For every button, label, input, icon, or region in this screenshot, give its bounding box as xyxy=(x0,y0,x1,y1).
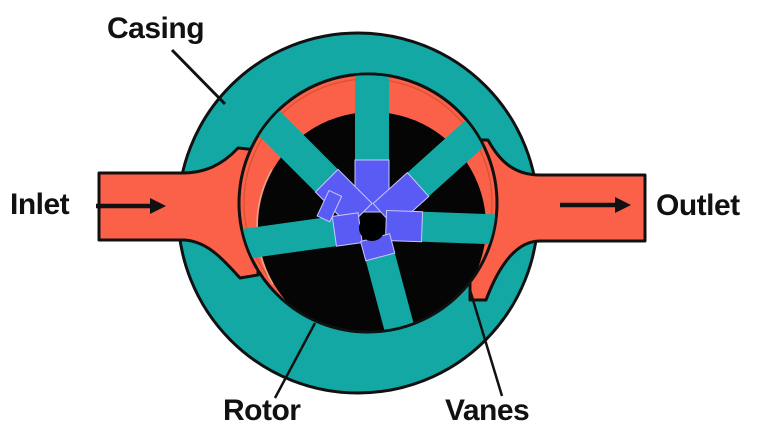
inlet-pipe xyxy=(97,146,260,280)
vane xyxy=(354,75,390,213)
vane xyxy=(316,189,343,223)
vanes-leader-line xyxy=(468,289,504,397)
rotor-label: Rotor xyxy=(223,394,301,427)
inlet-label: Inlet xyxy=(10,188,70,221)
vane xyxy=(384,209,496,246)
vanes-label: Vanes xyxy=(445,394,530,427)
casing-label: Casing xyxy=(107,12,205,45)
hub xyxy=(359,215,385,241)
vane xyxy=(240,212,363,264)
inlet-flow-arrow xyxy=(96,198,166,214)
outlet-pipe xyxy=(468,138,647,302)
rotor-leader-line xyxy=(273,322,317,399)
chamber-outline xyxy=(237,72,499,334)
casing-leader-line xyxy=(170,48,227,106)
outlet-flow-arrow xyxy=(560,197,631,213)
outlet-label: Outlet xyxy=(656,189,740,222)
